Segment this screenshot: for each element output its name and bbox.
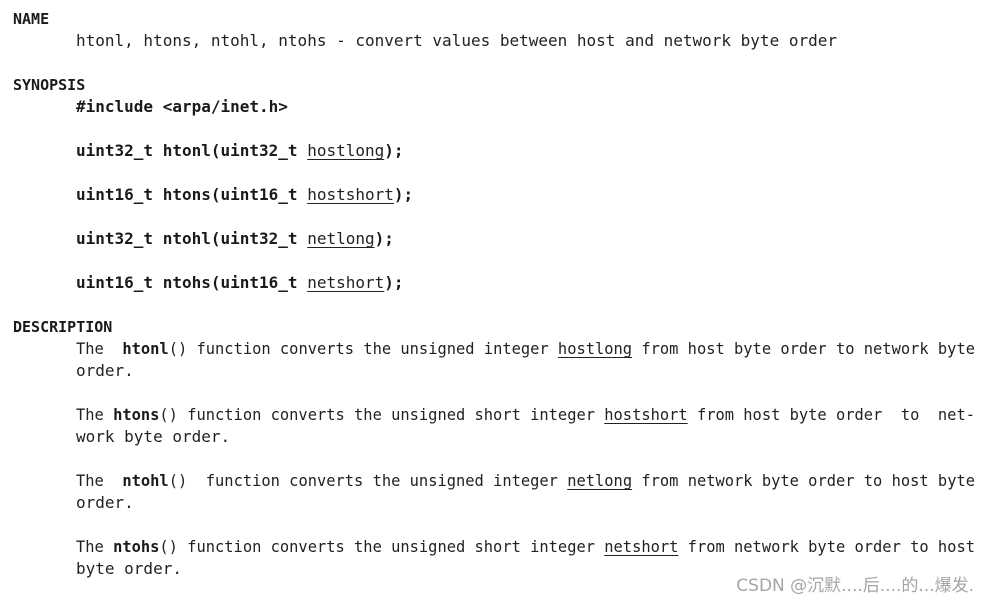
param-name: netlong bbox=[567, 471, 633, 490]
prototype-suffix: ); bbox=[384, 273, 404, 292]
paragraph-text: from network byte order to host byte bbox=[632, 471, 976, 490]
prototype-suffix: ); bbox=[374, 229, 394, 248]
paragraph-text: from host byte order to network byte bbox=[632, 339, 975, 358]
prototype-signature: uint16_t ntohs(uint16_t bbox=[76, 273, 308, 292]
prototype-suffix: ); bbox=[384, 141, 404, 160]
description-paragraph-htons-line2: work byte order. bbox=[76, 427, 231, 446]
paragraph-text: () function converts the unsigned intege… bbox=[168, 339, 558, 358]
paragraph-intro: The bbox=[76, 471, 123, 490]
include-line: #include <arpa/inet.h> bbox=[76, 97, 288, 116]
function-name: htonl bbox=[122, 339, 169, 358]
section-header-name: NAME bbox=[13, 10, 50, 28]
prototype-htonl: uint32_t htonl(uint32_t hostlong); bbox=[76, 140, 404, 162]
prototype-signature: uint16_t htons(uint16_t bbox=[76, 185, 308, 204]
param-name: netshort bbox=[604, 537, 679, 556]
paragraph-text: from network byte order to host bbox=[678, 537, 975, 556]
prototype-suffix: ); bbox=[393, 185, 414, 204]
section-header-description: DESCRIPTION bbox=[13, 318, 113, 336]
prototype-ntohl: uint32_t ntohl(uint32_t netlong); bbox=[76, 228, 394, 250]
paragraph-intro: The bbox=[76, 339, 123, 358]
name-text: htonl, htons, ntohl, ntohs - convert val… bbox=[76, 31, 837, 50]
section-header-synopsis: SYNOPSIS bbox=[13, 76, 86, 94]
csdn-watermark: CSDN @沉默....后....的...爆发. bbox=[736, 576, 974, 596]
description-paragraph-ntohs: The ntohs() function converts the unsign… bbox=[76, 536, 975, 558]
prototype-param: netlong bbox=[307, 229, 375, 248]
prototype-param: netshort bbox=[307, 273, 385, 292]
function-name: ntohl bbox=[122, 471, 169, 490]
prototype-signature: uint32_t ntohl(uint32_t bbox=[76, 229, 308, 248]
paragraph-text: () function converts the unsigned short … bbox=[159, 537, 605, 556]
paragraph-text: from host byte order to net- bbox=[687, 405, 975, 424]
description-paragraph-htonl: The htonl() function converts the unsign… bbox=[76, 338, 975, 360]
paragraph-intro: The bbox=[76, 405, 114, 424]
function-name: htons bbox=[113, 405, 160, 424]
param-name: hostlong bbox=[557, 339, 633, 358]
description-paragraph-ntohs-line2: byte order. bbox=[76, 559, 182, 578]
prototype-param: hostlong bbox=[307, 141, 385, 160]
prototype-signature: uint32_t htonl(uint32_t bbox=[76, 141, 308, 160]
paragraph-text: () function converts the unsigned short … bbox=[159, 405, 605, 424]
description-paragraph-ntohl-line2: order. bbox=[76, 493, 134, 512]
prototype-param: hostshort bbox=[307, 185, 394, 204]
paragraph-intro: The bbox=[76, 537, 114, 556]
description-paragraph-ntohl: The ntohl() function converts the unsign… bbox=[76, 470, 975, 492]
prototype-htons: uint16_t htons(uint16_t hostshort); bbox=[76, 184, 413, 206]
prototype-ntohs: uint16_t ntohs(uint16_t netshort); bbox=[76, 272, 404, 294]
description-paragraph-htonl-line2: order. bbox=[76, 361, 134, 380]
paragraph-text: () function converts the unsigned intege… bbox=[168, 471, 568, 490]
function-name: ntohs bbox=[113, 537, 160, 556]
description-paragraph-htons: The htons() function converts the unsign… bbox=[76, 404, 975, 426]
param-name: hostshort bbox=[604, 405, 688, 424]
